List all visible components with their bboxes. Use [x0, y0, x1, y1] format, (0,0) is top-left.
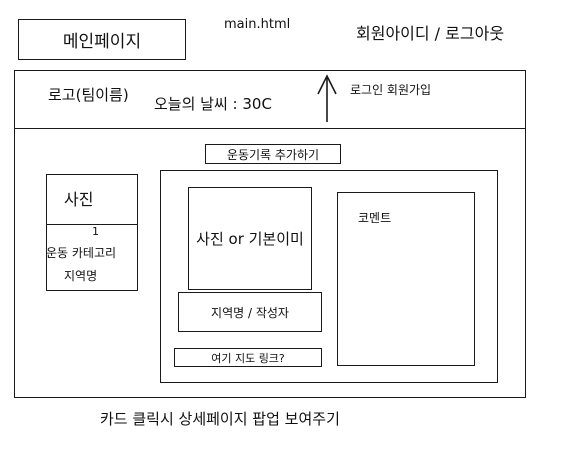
map-link-label: 여기 지도 링크? [211, 351, 285, 365]
detail-photo: 사진 or 기본이미 [188, 187, 312, 290]
detail-photo-label: 사진 or 기본이미 [196, 230, 304, 248]
detail-popup [160, 170, 498, 383]
file-name-label: main.html [224, 17, 291, 32]
main-page-button-label: 메인페이지 [62, 32, 142, 52]
weather-text: 오늘의 날씨 : 30C [154, 95, 272, 113]
map-link[interactable]: 여기 지도 링크? [174, 348, 322, 367]
detail-region-author: 지역명 / 작성자 [178, 292, 322, 332]
header-divider [14, 128, 526, 129]
card-category-label: 운동 카테고리 [46, 246, 117, 260]
logo-text: 로고(팀이름) [48, 86, 129, 104]
comment-label: 코멘트 [358, 211, 392, 225]
auth-links-text[interactable]: 로그인 회원가입 [350, 83, 432, 97]
main-page-button[interactable]: 메인페이지 [18, 19, 186, 60]
add-record-label: 운동기록 추가하기 [226, 147, 320, 162]
add-record-button[interactable]: 운동기록 추가하기 [205, 144, 341, 164]
card-photo-label: 사진 [64, 190, 94, 209]
card-marker: 1 [92, 225, 99, 238]
comment-box [337, 192, 475, 366]
page-frame [14, 70, 526, 398]
user-area-text[interactable]: 회원아이디 / 로그아웃 [356, 24, 505, 43]
exercise-card[interactable] [46, 174, 138, 291]
card-divider [46, 224, 138, 225]
card-region-label: 지역명 [64, 269, 98, 283]
footer-note: 카드 클릭시 상세페이지 팝업 보여주기 [100, 410, 340, 428]
detail-region-author-label: 지역명 / 작성자 [211, 305, 289, 320]
